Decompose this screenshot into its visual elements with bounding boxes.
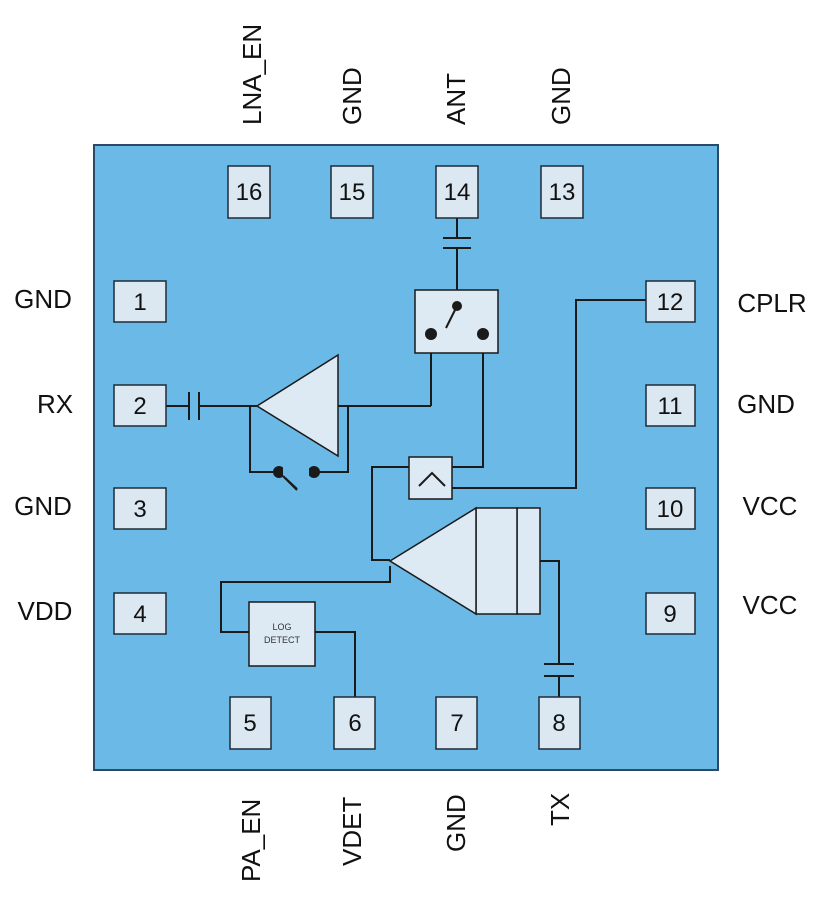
pad-13-number: 13 xyxy=(549,179,576,206)
pad-7-number: 7 xyxy=(450,710,463,737)
pin-15-label: GND xyxy=(337,67,367,125)
pad-4-number: 4 xyxy=(133,601,146,628)
ant-capacitor xyxy=(443,237,471,249)
rx-capacitor xyxy=(188,392,200,420)
pad-14: 14 xyxy=(435,165,479,219)
pin-3-label: GND xyxy=(14,491,72,521)
pad-1-number: 1 xyxy=(133,289,146,316)
pad-3: 3 xyxy=(113,487,167,530)
pad-16: 16 xyxy=(227,165,271,219)
pad-2: 2 xyxy=(113,384,167,427)
log-detect-line2: DETECT xyxy=(264,635,301,645)
pin-9-label: VCC xyxy=(743,590,798,620)
lna-amplifier xyxy=(255,353,339,458)
pin-14-label: ANT xyxy=(441,73,471,125)
pad-1: 1 xyxy=(113,280,167,323)
pad-15: 15 xyxy=(330,165,374,219)
pad-7: 7 xyxy=(435,696,478,750)
pin-6-label: VDET xyxy=(337,797,367,866)
pad-9-number: 9 xyxy=(663,601,676,628)
log-detect-line1: LOG xyxy=(272,622,291,632)
pin-12-label: CPLR xyxy=(737,288,806,318)
pad-9: 9 xyxy=(645,592,696,635)
tr-switch xyxy=(414,289,499,354)
pad-10: 10 xyxy=(645,487,696,530)
tx-capacitor xyxy=(544,663,574,677)
pin-4-label: VDD xyxy=(18,596,73,626)
pad-13: 13 xyxy=(540,165,584,219)
pin-16-label: LNA_EN xyxy=(237,24,267,125)
pin-7-label: GND xyxy=(441,794,471,852)
pad-3-number: 3 xyxy=(133,496,146,523)
pad-4: 4 xyxy=(113,592,167,635)
log-detect-block: LOG DETECT xyxy=(248,601,316,667)
power-amplifier xyxy=(388,506,541,616)
pad-8: 8 xyxy=(538,696,581,750)
pad-10-number: 10 xyxy=(657,496,684,523)
pin-8-label: TX xyxy=(545,793,575,826)
pad-12: 12 xyxy=(645,280,696,323)
pin-5-label: PA_EN xyxy=(236,799,266,882)
pad-5: 5 xyxy=(229,696,272,750)
pad-14-number: 14 xyxy=(444,179,471,206)
pad-11-number: 11 xyxy=(658,393,683,420)
coupler xyxy=(408,456,453,500)
pad-12-number: 12 xyxy=(657,289,684,316)
pad-2-number: 2 xyxy=(133,393,146,420)
pin-10-label: VCC xyxy=(743,491,798,521)
pin-2-label: RX xyxy=(37,389,73,419)
pin-13-label: GND xyxy=(546,67,576,125)
pad-6: 6 xyxy=(333,696,376,750)
pad-6-number: 6 xyxy=(348,710,361,737)
chip-body xyxy=(93,144,719,771)
pad-8-number: 8 xyxy=(552,710,565,737)
bypass-switch xyxy=(273,466,320,491)
pad-16-number: 16 xyxy=(236,179,263,206)
pin-11-label: GND xyxy=(737,389,795,419)
pad-15-number: 15 xyxy=(339,179,366,206)
pad-11: 11 xyxy=(645,384,696,427)
pin-1-label: GND xyxy=(14,284,72,314)
pad-5-number: 5 xyxy=(243,710,256,737)
